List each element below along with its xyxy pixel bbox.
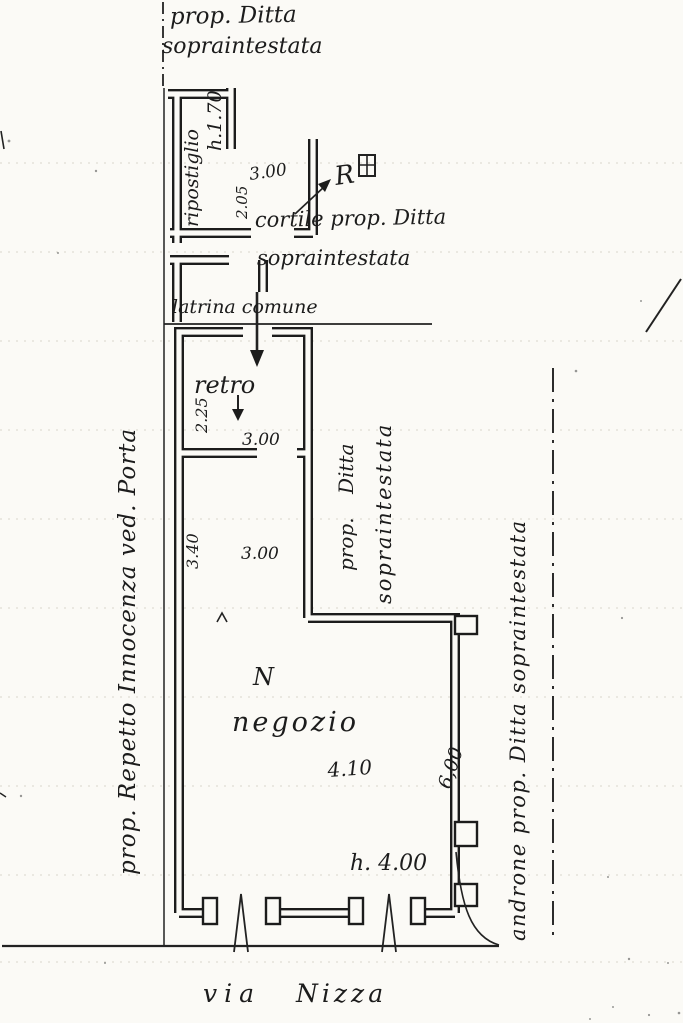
stray-pen-line	[645, 278, 682, 333]
door-jamb-block	[347, 896, 365, 926]
speck	[7, 139, 11, 143]
pilaster-block	[453, 820, 479, 848]
speck	[640, 300, 642, 302]
speck	[19, 794, 23, 798]
label-street-via: via	[203, 979, 261, 1008]
dim-retro-depth: 2.25	[192, 397, 211, 434]
label-ripostiglio-height: h.1.70	[204, 90, 226, 151]
speck	[574, 369, 578, 373]
edge-mark	[0, 792, 7, 798]
rear-door-arrow-head	[250, 350, 264, 367]
door-jamb-block	[409, 896, 427, 926]
dim-negozio-depth: 6,00	[434, 745, 468, 792]
label-negozio: negozio	[232, 707, 359, 738]
label-cortile-line2: sopraintestata	[257, 246, 410, 270]
label-top-property-line2: sopraintestata	[162, 34, 323, 59]
dim-retro-width: 3.00	[242, 430, 280, 450]
speck	[94, 169, 98, 173]
speck	[104, 962, 106, 964]
dim-middle-depth: 3.40	[183, 533, 202, 569]
label-middle-property-ditta: Ditta	[334, 444, 358, 495]
speck	[612, 1006, 614, 1008]
label-top-property-line1: prop. Ditta	[170, 2, 297, 30]
label-latrina: latrina comune	[172, 296, 318, 318]
r-window-symbol	[358, 154, 376, 177]
reference-arrow-shaft	[294, 185, 326, 215]
dim-cortile-width: 3.00	[248, 160, 288, 185]
pilaster-block	[453, 882, 479, 908]
scan-artifacts	[0, 130, 681, 1020]
paper-ruling	[0, 162, 683, 963]
north-arrow-head	[232, 409, 244, 421]
entrance-door-arrow-left	[233, 893, 249, 953]
door-jamb-block	[201, 896, 219, 926]
tick-mark	[216, 611, 228, 623]
label-left-boundary: prop. Repetto Innocenza ved. Porta	[115, 428, 141, 875]
dim-middle-width: 3.00	[241, 544, 279, 564]
label-street-nizza: Nizza	[295, 979, 387, 1008]
door-jamb-block	[264, 896, 282, 926]
arrows	[216, 179, 397, 953]
splay-curve	[455, 851, 500, 946]
label-middle-property-sopraintestata: sopraintestata	[372, 423, 396, 604]
speck	[627, 957, 631, 961]
boundary-lines	[2, 2, 682, 948]
speck	[607, 876, 609, 878]
label-cortile-line1: cortile prop. Ditta	[255, 205, 447, 232]
wall-details	[201, 614, 500, 946]
dim-negozio-width: 4.10	[326, 755, 373, 782]
speck	[677, 1011, 681, 1015]
speck	[667, 962, 669, 964]
label-north-mark: N	[252, 663, 275, 691]
label-right-boundary: androne prop. Ditta sopraintestata	[506, 519, 530, 941]
speck	[589, 1018, 591, 1020]
label-retro: retro	[194, 371, 255, 399]
label-negozio-height: h. 4.00	[350, 851, 427, 876]
speck	[57, 252, 59, 254]
reference-arrow-head	[318, 179, 331, 192]
speck	[647, 1013, 651, 1017]
label-r-mark: R	[332, 159, 357, 192]
label-ripostiglio: ripostiglio	[181, 129, 203, 227]
edge-mark	[0, 130, 5, 150]
speck	[620, 616, 624, 620]
label-middle-property-prop: prop.	[334, 517, 358, 571]
window-symbol-lines	[359, 155, 375, 176]
entrance-door-arrow-right	[381, 893, 397, 953]
pilaster-block	[453, 614, 479, 636]
dim-cortile-depth: 2.05	[233, 186, 251, 220]
